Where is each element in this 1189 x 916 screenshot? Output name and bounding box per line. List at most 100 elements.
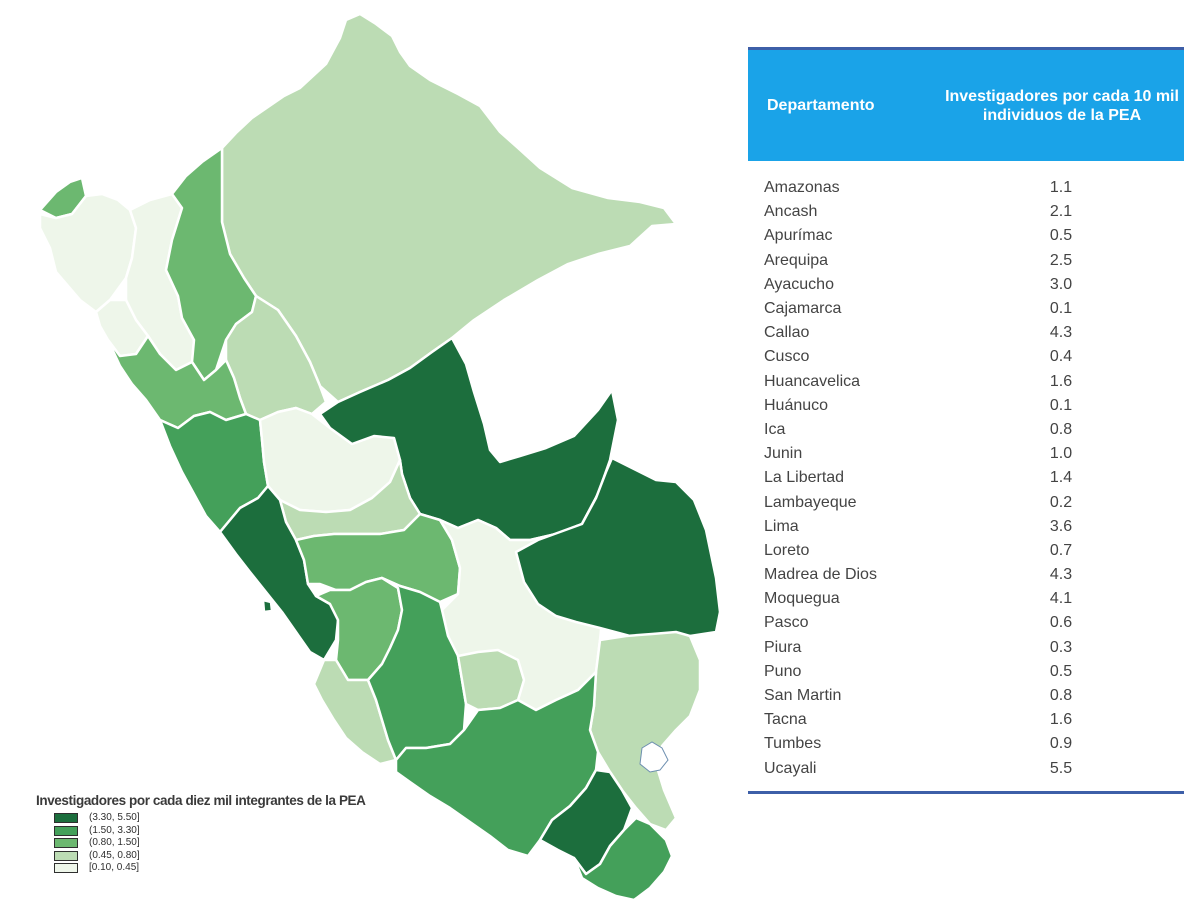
table-row: Cusco 0.4 — [748, 345, 1184, 369]
row-department: Loreto — [764, 541, 810, 559]
legend-label: [0.10, 0.45] — [89, 862, 140, 874]
table-body: Amazonas 1.1 Ancash 2.1 Apurímac 0.5 Arequi… — [748, 161, 1184, 794]
table-row: Huánuco 0.1 — [748, 394, 1184, 418]
row-value: 0.8 — [1049, 687, 1073, 705]
row-value: 1.1 — [1049, 179, 1073, 197]
row-value: 0.1 — [1049, 300, 1073, 318]
row-value: 0.6 — [1049, 614, 1073, 632]
legend-title: Investigadores por cada diez mil integra… — [36, 793, 366, 808]
row-department: Ancash — [764, 203, 818, 221]
row-value: 1.4 — [1049, 469, 1073, 487]
row-department: Ayacucho — [764, 275, 834, 293]
row-value: 4.1 — [1049, 590, 1073, 608]
table-row: Pasco 0.6 — [748, 611, 1184, 635]
row-department: Moquegua — [764, 590, 840, 608]
row-value: 2.5 — [1049, 251, 1073, 269]
region-arequipa — [394, 670, 600, 858]
legend-item: (1.50, 3.30] — [54, 825, 456, 838]
region-la-libertad — [106, 334, 248, 430]
legend-swatch — [54, 838, 78, 849]
row-value: 0.1 — [1049, 396, 1073, 414]
region-junin — [294, 512, 462, 604]
row-department: Arequipa — [764, 251, 829, 269]
row-value: 4.3 — [1049, 566, 1073, 584]
row-value: 4.3 — [1049, 324, 1073, 342]
table-row: Junin 1.0 — [748, 442, 1184, 466]
legend-item: (0.80, 1.50] — [54, 837, 456, 850]
table-row: Moquegua 4.1 — [748, 587, 1184, 611]
table-row: Arequipa 2.5 — [748, 249, 1184, 273]
peru-choropleth-map — [38, 12, 722, 902]
row-department: Cusco — [764, 348, 810, 366]
table-row: La Libertad 1.4 — [748, 466, 1184, 490]
row-value: 2.1 — [1049, 203, 1073, 221]
row-value: 0.8 — [1049, 420, 1073, 438]
table-row: Loreto 0.7 — [748, 539, 1184, 563]
row-department: Apurímac — [764, 227, 833, 245]
region-callao — [261, 598, 274, 614]
row-department: Pasco — [764, 614, 809, 632]
legend-label: (0.80, 1.50] — [89, 837, 140, 849]
row-department: Ucayali — [764, 759, 817, 777]
legend-swatch — [54, 813, 78, 824]
table-row: Cajamarca 0.1 — [748, 297, 1184, 321]
table-row: Ica 0.8 — [748, 418, 1184, 442]
row-department: Tumbes — [764, 735, 822, 753]
table-row: Ancash 2.1 — [748, 200, 1184, 224]
row-department: Ica — [764, 420, 786, 438]
row-value: 3.0 — [1049, 275, 1073, 293]
column-header-department: Departamento — [767, 96, 875, 114]
row-department: Piura — [764, 638, 802, 656]
legend-label: (0.45, 0.80] — [89, 849, 140, 861]
region-madre-de-dios — [514, 456, 722, 642]
researchers-table: Departamento Investigadores por cada 10 … — [748, 47, 1184, 794]
column-header-value: Investigadores por cada 10 mil individuo… — [945, 87, 1179, 124]
table-row: Amazonas 1.1 — [748, 176, 1184, 200]
legend-label: (3.30, 5.50] — [89, 812, 140, 824]
legend-swatch — [54, 863, 78, 874]
lake-titicaca — [639, 741, 669, 773]
map-legend: Investigadores por cada diez mil integra… — [36, 793, 456, 875]
table-row: Tacna 1.6 — [748, 708, 1184, 732]
row-department: Cajamarca — [764, 300, 842, 318]
row-department: Tacna — [764, 711, 807, 729]
region-tacna — [572, 816, 674, 902]
legend-item: (0.45, 0.80] — [54, 850, 456, 863]
legend-item: [0.10, 0.45] — [54, 862, 456, 875]
table-row: San Martin 0.8 — [748, 684, 1184, 708]
legend-swatch — [54, 850, 78, 861]
row-value: 0.5 — [1049, 227, 1073, 245]
table-row: Ucayali 5.5 — [748, 757, 1184, 781]
row-department: Huancavelica — [764, 372, 861, 390]
legend-swatch — [54, 825, 78, 836]
row-value: 0.3 — [1049, 638, 1073, 656]
table-row: Ayacucho 3.0 — [748, 273, 1184, 297]
table-row: Apurímac 0.5 — [748, 224, 1184, 248]
legend-label: (1.50, 3.30] — [89, 824, 140, 836]
row-value: 5.5 — [1049, 759, 1073, 777]
row-department: San Martin — [764, 687, 842, 705]
row-department: Madrea de Dios — [764, 566, 877, 584]
row-value: 1.0 — [1049, 445, 1073, 463]
row-department: La Libertad — [764, 469, 845, 487]
row-department: Puno — [764, 662, 802, 680]
row-value: 0.7 — [1049, 541, 1073, 559]
row-department: Lambayeque — [764, 493, 857, 511]
row-value: 0.4 — [1049, 348, 1073, 366]
table-header: Departamento Investigadores por cada 10 … — [748, 47, 1184, 161]
row-value: 1.6 — [1049, 372, 1073, 390]
row-department: Huánuco — [764, 396, 829, 414]
row-department: Amazonas — [764, 179, 840, 197]
row-department: Junin — [764, 445, 803, 463]
table-row: Piura 0.3 — [748, 636, 1184, 660]
row-value: 1.6 — [1049, 711, 1073, 729]
table-row: Madrea de Dios 4.3 — [748, 563, 1184, 587]
table-row: Huancavelica 1.6 — [748, 370, 1184, 394]
legend-item: (3.30, 5.50] — [54, 812, 456, 825]
row-department: Lima — [764, 517, 799, 535]
